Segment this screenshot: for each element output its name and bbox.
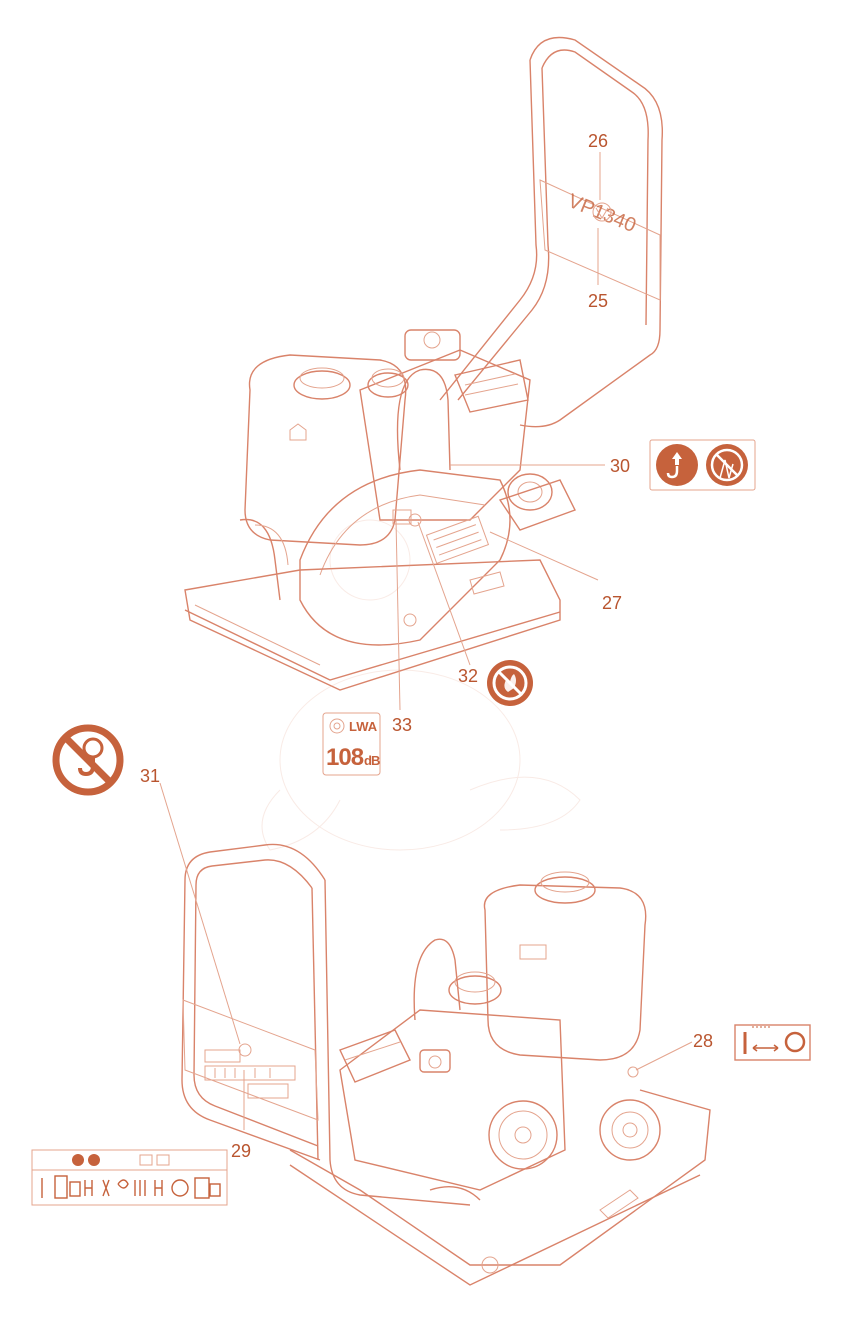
- upper-belt-cover: [299, 469, 511, 646]
- recoil-starter: [488, 1100, 558, 1170]
- lower-engine: [339, 1009, 566, 1191]
- callout-32: 32: [458, 666, 479, 686]
- model-marking: VP1340: [565, 190, 639, 237]
- callout-26: 26: [588, 131, 609, 151]
- callout-29: 29: [231, 1141, 252, 1161]
- exciter-housing: [599, 1099, 661, 1161]
- callout-28: 28: [693, 1031, 714, 1051]
- noise-level-label: [322, 712, 381, 776]
- no-lifting-icon: [706, 444, 748, 486]
- brand-logo-top: [592, 202, 612, 222]
- noise-value-row: 108 dB: [326, 744, 380, 772]
- background-watermark: [261, 519, 581, 851]
- upper-machine: VP1340: [184, 36, 664, 691]
- callout-31: 31: [140, 766, 161, 786]
- callout-33: 33: [392, 715, 413, 735]
- upper-base-plate: [184, 559, 561, 691]
- upper-engine: [359, 349, 531, 521]
- operation-label-strip: [31, 1149, 228, 1206]
- lower-lift-sign-marker: [238, 1043, 252, 1057]
- callout-30: 30: [610, 456, 631, 476]
- noise-unit: dB: [364, 753, 380, 768]
- lower-machine: [181, 843, 711, 1286]
- handle-label-block: [204, 1049, 296, 1099]
- on-off-switch-icon: [734, 1024, 811, 1061]
- upper-water-tank: [244, 354, 407, 546]
- lower-leader-lines: [159, 782, 693, 1071]
- lower-handle-plate: [182, 999, 319, 1121]
- switch-marker: [627, 1066, 639, 1078]
- lower-base-plate: [289, 1089, 711, 1266]
- lower-water-tank: [483, 884, 647, 1061]
- callout-25: 25: [588, 291, 609, 311]
- upper-handle: [519, 36, 664, 428]
- no-open-flame-icon: [487, 660, 533, 706]
- lift-point-label: [649, 439, 756, 491]
- callout-27: 27: [602, 593, 623, 613]
- lower-handle: [181, 843, 326, 1161]
- handle-plate-top: [539, 179, 661, 301]
- lifting-hook-icon: [656, 444, 698, 486]
- noise-symbol: LWA: [349, 719, 378, 734]
- no-hook-lifting-icon: [52, 724, 124, 796]
- noise-value: 108: [326, 744, 364, 771]
- upper-leader-lines: [395, 464, 605, 711]
